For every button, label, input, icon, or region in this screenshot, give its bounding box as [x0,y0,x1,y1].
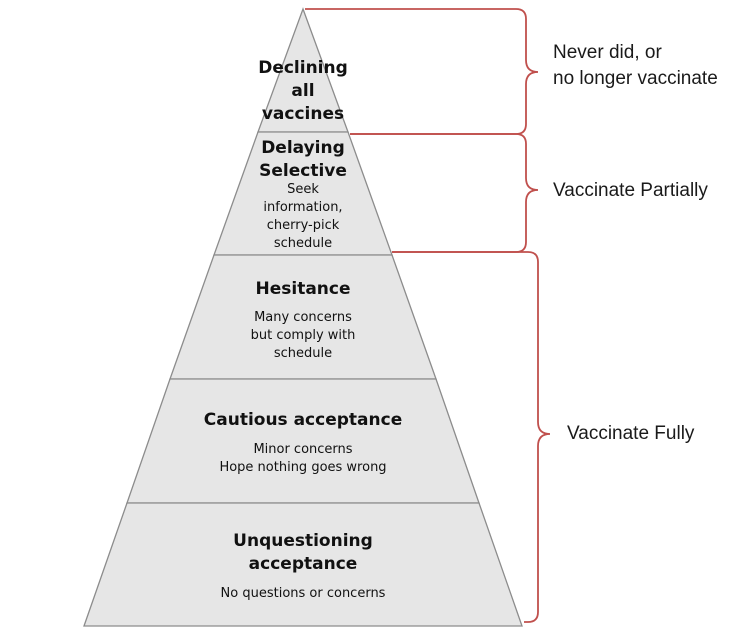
level-desc-cautious: Minor concerns Hope nothing goes wrong [219,442,387,475]
level-title-cautious: Cautious acceptance [203,410,403,430]
group-label-vaccinate-partially: Vaccinate Partially [553,180,708,201]
bracket-vaccinate-fully [392,251,551,623]
level-title-delaying: Delaying Selective [259,138,347,181]
bracket-never-vaccinate [305,8,539,135]
level-desc-unquestioning: No questions or concerns [220,586,386,601]
level-title-unquestioning: Unquestioning acceptance [233,531,373,574]
level-title-declining: Declining all vaccines [258,58,348,124]
level-desc-delaying: Seek information, cherry-pick schedule [263,182,343,251]
pyramid-level-unquestioning [83,502,523,627]
group-label-never-vaccinate: Never did, or no longer vaccinate [553,42,718,89]
group-brackets [305,8,551,623]
level-title-hesitance: Hesitance [255,279,351,299]
level-desc-hesitance: Many concerns but comply with schedule [250,310,356,361]
bracket-vaccinate-partially [350,133,539,253]
group-label-vaccinate-fully: Vaccinate Fully [567,423,695,444]
pyramid-levels [83,7,523,627]
